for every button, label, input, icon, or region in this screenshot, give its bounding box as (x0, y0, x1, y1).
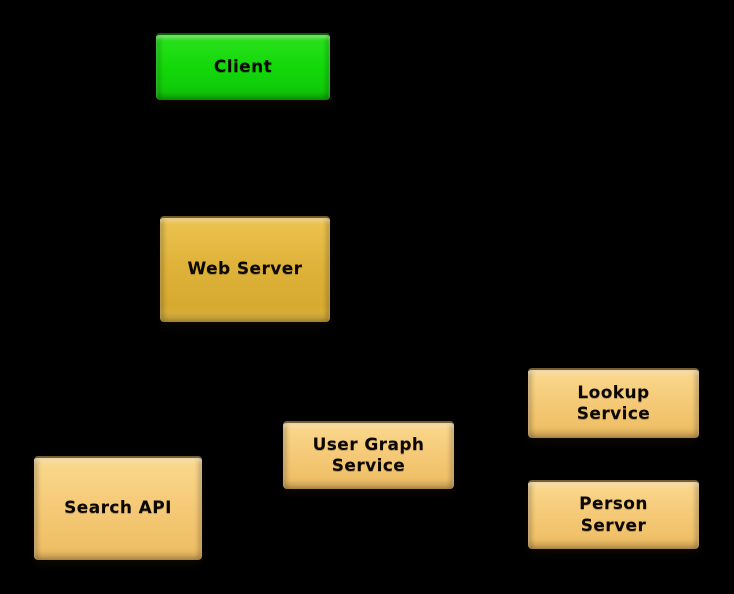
node-client-label: Client (213, 56, 273, 77)
node-search-api-label: Search API (64, 498, 172, 519)
node-user-graph-service: User Graph Service (283, 421, 454, 489)
node-lookup-service-label: Lookup Service (576, 382, 651, 424)
node-search-api: Search API (34, 456, 202, 560)
node-web-server: Web Server (160, 216, 330, 322)
node-person-server-label: Person Server (579, 494, 648, 536)
node-person-server: Person Server (528, 480, 699, 549)
node-lookup-service: Lookup Service (528, 368, 699, 438)
node-web-server-label: Web Server (187, 259, 303, 280)
node-user-graph-service-label: User Graph Service (312, 434, 425, 476)
node-client: Client (156, 33, 330, 100)
